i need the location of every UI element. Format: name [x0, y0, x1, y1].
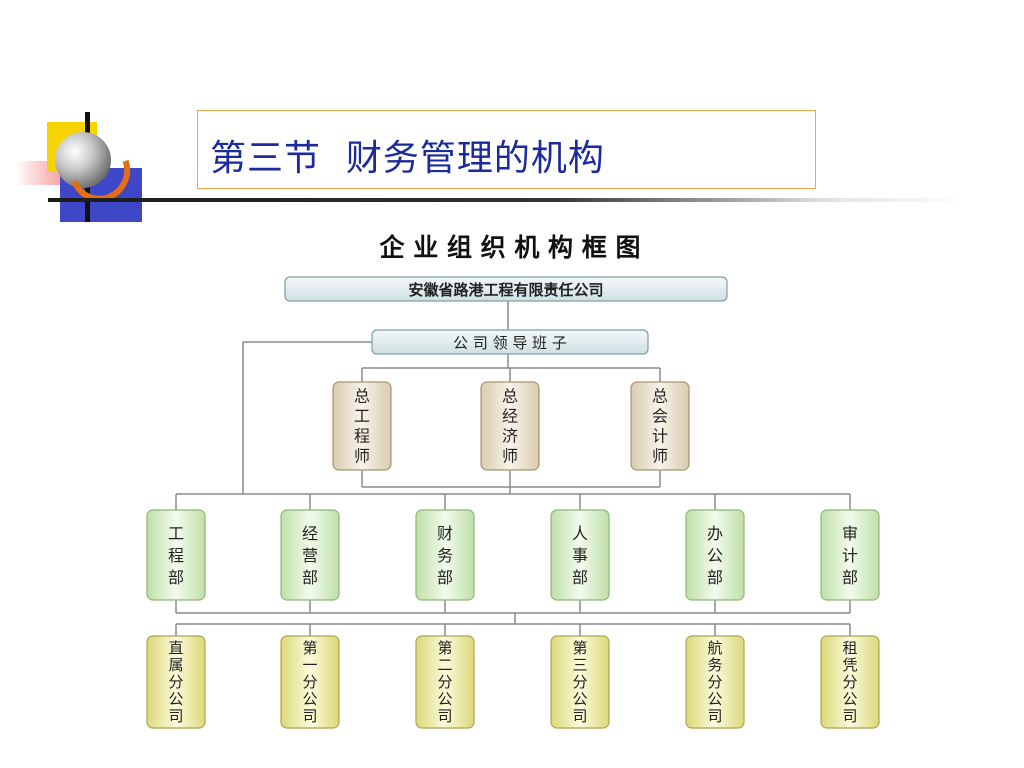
department-box-6: 审计部 — [820, 509, 880, 601]
branch-box-bg — [550, 635, 610, 729]
connector-lines — [175, 301, 851, 636]
department-row: 工程部 经营部 财务部 人事部 办公部 审计部 — [146, 509, 880, 601]
department-box-bg — [550, 509, 610, 601]
officer-label: 总经济师 — [502, 387, 518, 466]
branch-box-6: 租凭分公司 — [820, 635, 880, 729]
officer-box-2: 总经济师 — [480, 381, 540, 471]
branch-label: 租凭分公司 — [842, 639, 857, 725]
branch-box-bg — [415, 635, 475, 729]
officer-box-bg — [332, 381, 392, 471]
branch-box-bg — [685, 635, 745, 729]
department-box-bg — [146, 509, 206, 601]
department-box-bg — [685, 509, 745, 601]
officer-row: 总工程师 总经济师 总会计师 — [332, 381, 690, 471]
department-label: 审计部 — [842, 524, 858, 587]
branch-label: 第三分公司 — [572, 639, 587, 725]
slide-title: 第三节 财务管理的机构 — [210, 138, 605, 179]
branch-label: 直属分公司 — [168, 639, 183, 725]
department-box-4: 人事部 — [550, 509, 610, 601]
branch-box-5: 航务分公司 — [685, 635, 745, 729]
department-box-5: 办公部 — [685, 509, 745, 601]
officer-box-3: 总会计师 — [630, 381, 690, 471]
branch-box-4: 第三分公司 — [550, 635, 610, 729]
department-label: 经营部 — [302, 524, 318, 587]
department-label: 人事部 — [572, 524, 588, 587]
department-box-bg — [820, 509, 880, 601]
branch-label: 航务分公司 — [707, 639, 722, 725]
branch-box-3: 第二分公司 — [415, 635, 475, 729]
branch-label: 第二分公司 — [437, 639, 452, 725]
branch-box-2: 第一分公司 — [280, 635, 340, 729]
department-box-3: 财务部 — [415, 509, 475, 601]
department-label: 工程部 — [168, 524, 184, 587]
branch-row: 直属分公司 第一分公司 第二分公司 第三分公司 航务分公司 租凭分公司 — [146, 635, 880, 729]
department-box-1: 工程部 — [146, 509, 206, 601]
branch-box-1: 直属分公司 — [146, 635, 206, 729]
branch-box-bg — [820, 635, 880, 729]
department-label: 办公部 — [707, 524, 723, 587]
department-box-bg — [280, 509, 340, 601]
branch-box-bg — [146, 635, 206, 729]
company-label: 安徽省路港工程有限责任公司 — [408, 281, 603, 299]
department-box-bg — [415, 509, 475, 601]
branch-box-bg — [280, 635, 340, 729]
department-label: 财务部 — [437, 524, 453, 587]
officer-box-bg — [480, 381, 540, 471]
logo-sphere-icon — [55, 132, 111, 188]
chart-heading: 企 业 组 织 机 构 框 图 — [380, 233, 641, 262]
leadership-box — [371, 329, 649, 355]
title-box: 第三节 财务管理的机构 — [197, 110, 816, 189]
officer-box-bg — [630, 381, 690, 471]
company-box — [284, 276, 728, 302]
title-underline — [48, 198, 968, 202]
leadership-label: 公 司 领 导 班 子 — [453, 334, 567, 352]
officer-label: 总会计师 — [652, 387, 668, 466]
department-box-2: 经营部 — [280, 509, 340, 601]
officer-box-1: 总工程师 — [332, 381, 392, 471]
officer-label: 总工程师 — [354, 387, 370, 466]
branch-label: 第一分公司 — [302, 639, 317, 725]
